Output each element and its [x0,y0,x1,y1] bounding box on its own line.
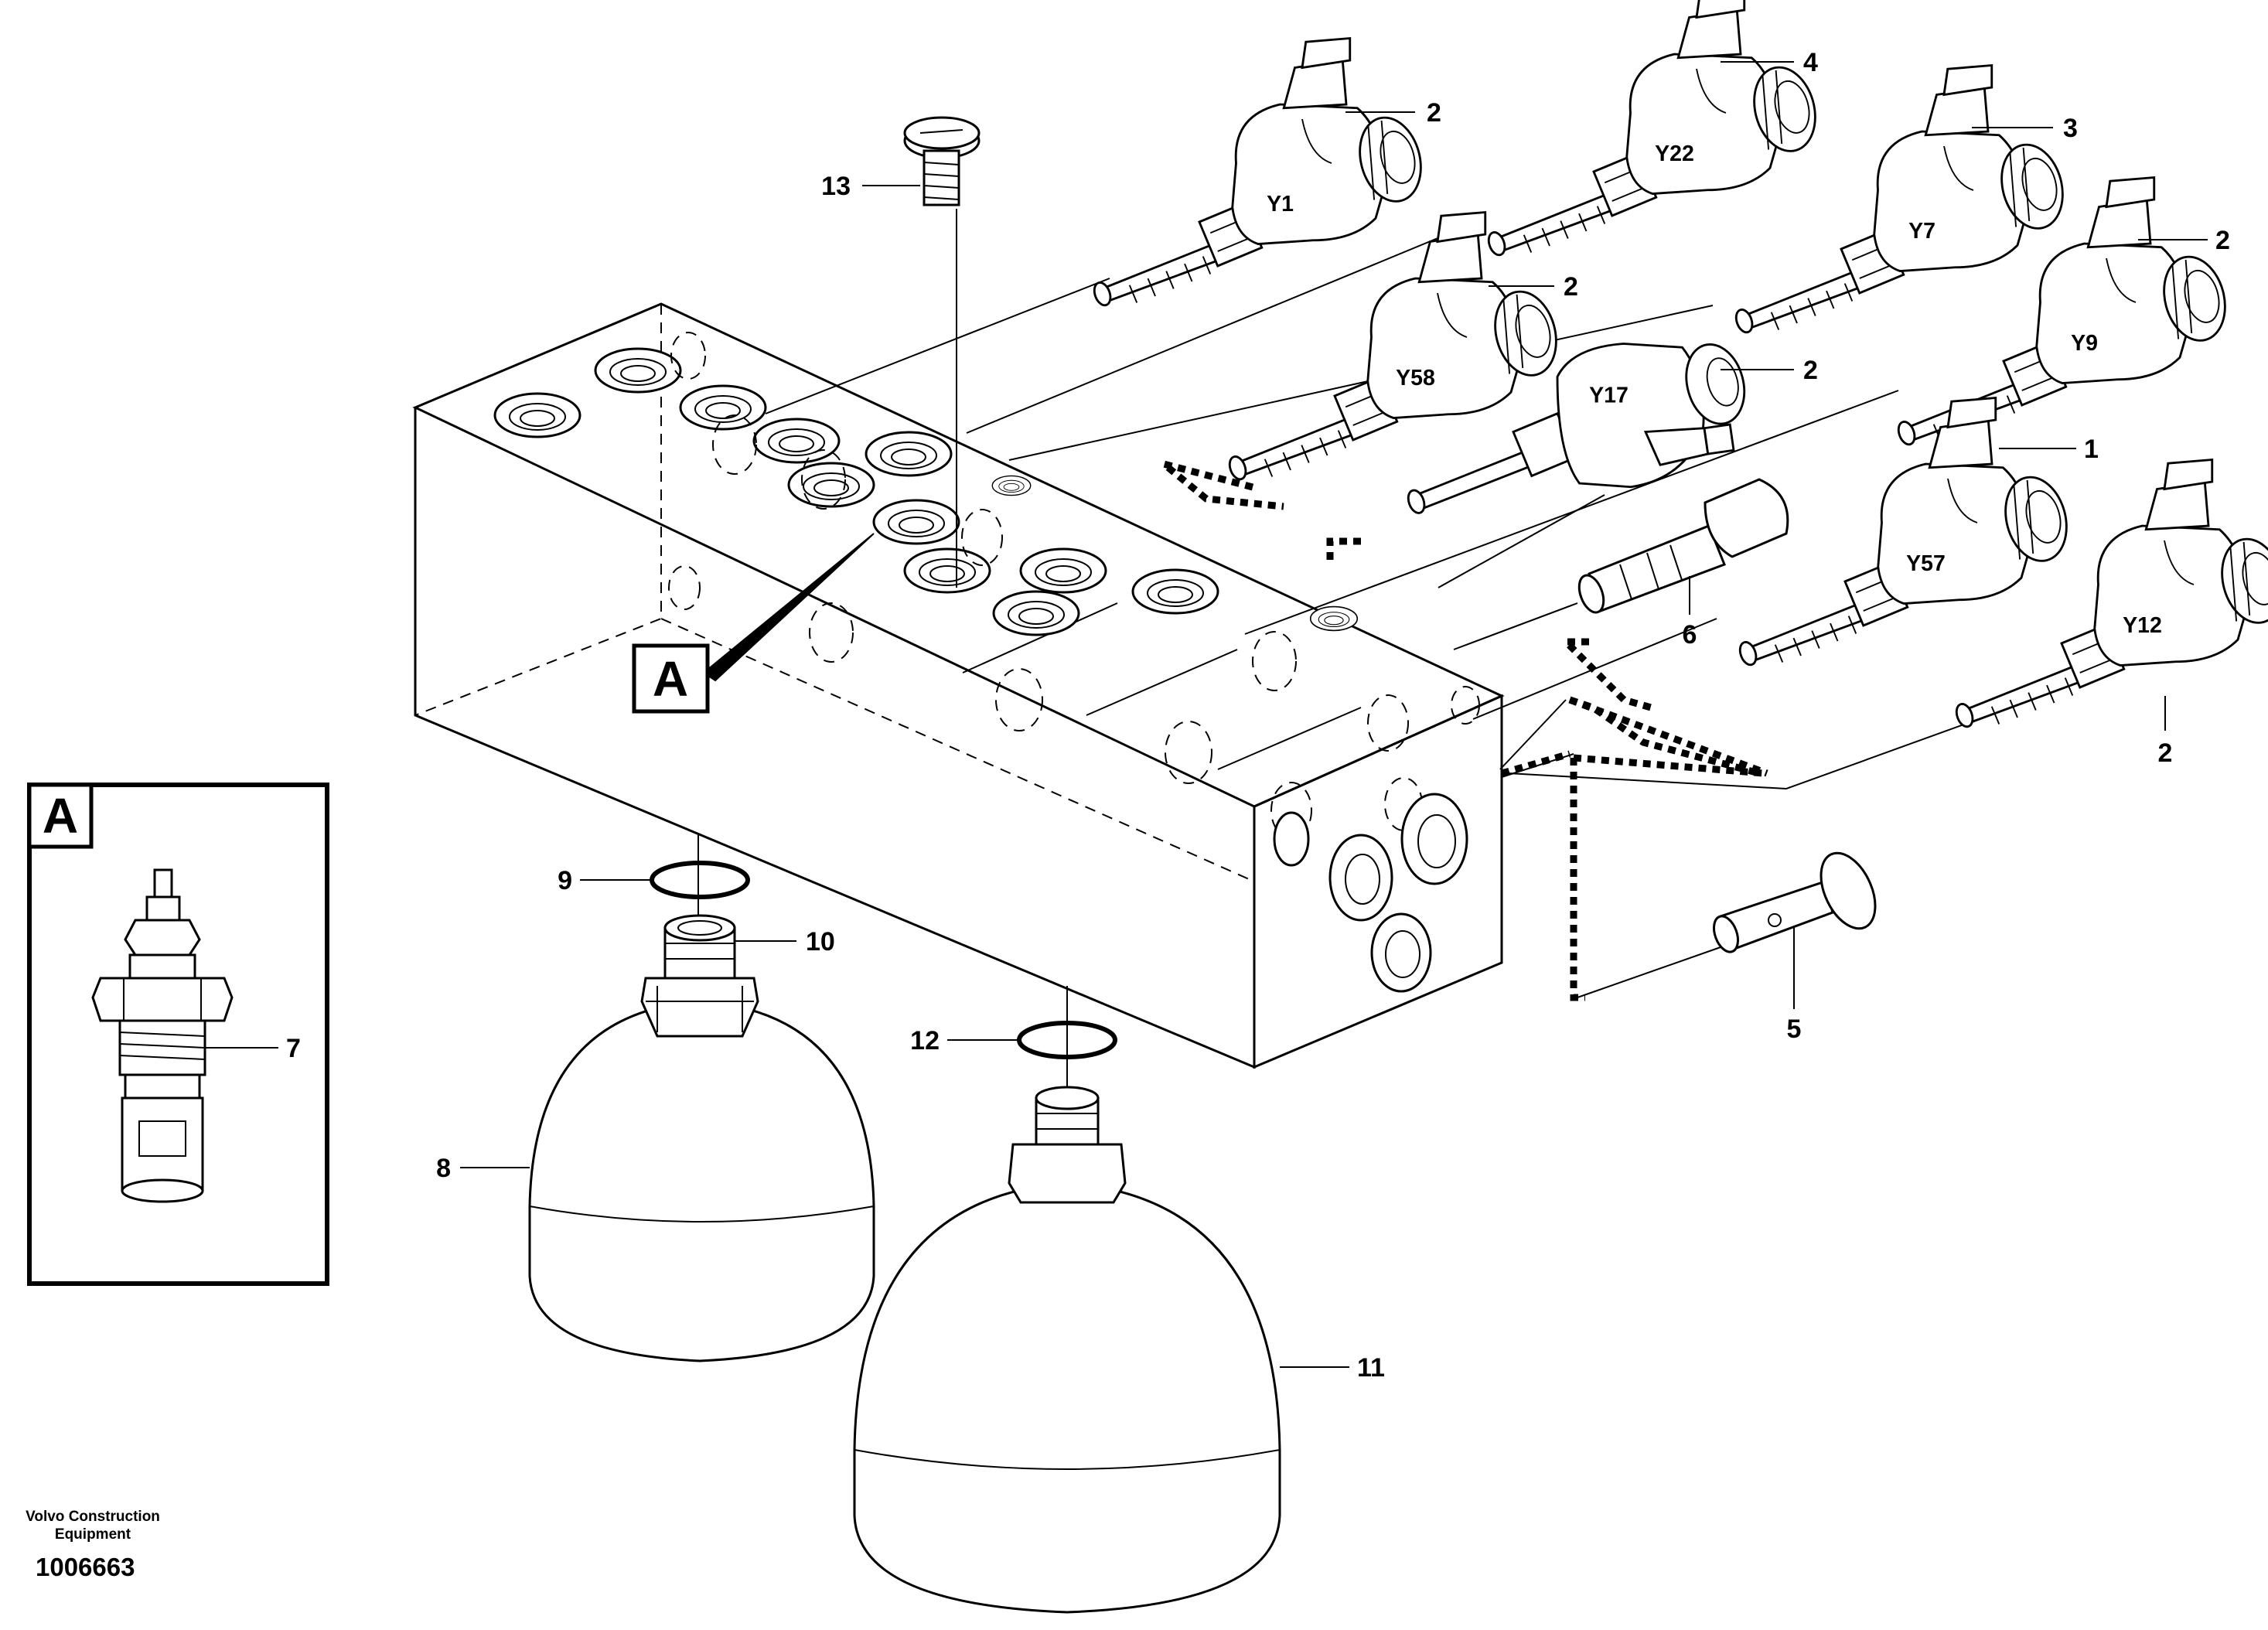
solenoid-y7[interactable]: Y7 [1732,64,2073,336]
solenoid-y58[interactable]: Y58 [1226,211,1567,483]
solenoid-code: Y9 [2071,331,2098,356]
detail-a-pointer: A [632,533,875,714]
solenoid-y22[interactable]: Y22 [1485,0,1826,259]
accumulator-icon[interactable] [528,977,875,1362]
brand-line-1: Volvo Construction [26,1509,160,1525]
connection-lines [697,209,1969,1137]
callout-accumulator-large: 11 [1357,1353,1385,1383]
cartridge-valve-7[interactable] [91,868,234,1203]
check-valve-5[interactable] [1710,844,1887,955]
callout-y1: 2 [1427,98,1441,128]
callout-numbers: 2 4 3 2 2 2 1 2 13 6 5 7 8 9 10 11 12 [286,48,2230,1383]
footer: Volvo Construction Equipment 1006663 [26,1509,160,1581]
accumulator-icon[interactable] [853,1086,1281,1614]
callout-y12: 2 [2158,738,2173,768]
solenoid-code: Y22 [1655,142,1694,166]
solenoid-code: Y58 [1396,366,1435,390]
plug-13[interactable] [903,116,981,206]
solenoid-code: Y7 [1908,219,1935,244]
solenoid-code: Y17 [1589,384,1629,408]
valve-block-icon [412,302,1505,1069]
o-ring-9[interactable] [650,861,750,899]
nipple-10[interactable] [663,914,736,980]
detail-a-panel: A [27,783,329,1286]
detail-a-title: A [43,788,78,844]
solenoid-code: Y1 [1267,192,1294,217]
solenoid-code: Y57 [1906,551,1946,576]
brand-line-2: Equipment [55,1526,131,1543]
callout-y17: 2 [1803,356,1818,385]
callout-y58: 2 [1564,272,1578,302]
cartridge-valve-6[interactable] [1574,478,1789,616]
solenoid-y9[interactable]: Y9 [1895,176,2236,448]
callout-oring-small: 9 [558,866,572,895]
callout-leaders [205,61,2208,1368]
callout-detail-cartridge: 7 [286,1034,301,1063]
callout-y9: 2 [2215,226,2230,255]
callout-oring-large: 12 [910,1026,940,1055]
callout-plug: 13 [821,172,851,201]
solenoid-y57[interactable]: Y57 [1736,397,2077,669]
callout-nipple-small: 10 [806,927,835,957]
callout-cartridge: 6 [1683,620,1697,650]
callout-accumulator-small: 8 [436,1154,451,1183]
detail-a-label: A [653,651,688,707]
callout-y22: 4 [1803,48,1818,77]
drawing-number: 1006663 [36,1553,135,1581]
callout-valve: 5 [1787,1014,1802,1044]
callout-y7: 3 [2063,114,2078,143]
solenoid-y17[interactable]: Y17 [1405,338,1752,515]
callout-y57: 1 [2084,435,2099,464]
solenoid-y12[interactable]: Y12 [1953,459,2268,731]
solenoid-code: Y12 [2123,613,2162,638]
solenoid-y1[interactable]: Y1 [1090,37,1431,309]
